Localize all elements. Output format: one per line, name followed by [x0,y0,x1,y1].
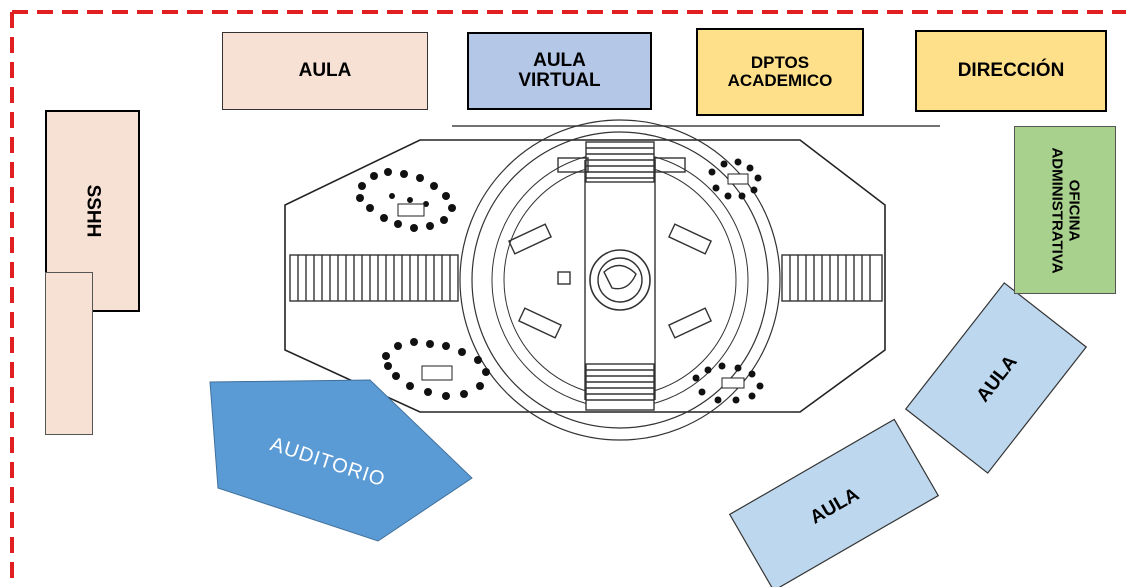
oficina-line-1: OFICINA [1065,179,1083,241]
dptos-label: DPTOS ACADEMICO [728,54,833,90]
aula-virtual-label: AULA VIRTUAL [518,51,600,91]
aula-virtual-room: AULA VIRTUAL [467,32,652,110]
aula-top-label: AULA [298,60,352,82]
stairs-right [781,254,883,302]
stairs-bottom [585,363,655,411]
tree-cluster-top-left [356,168,456,232]
aula-top-room: AULA [222,32,428,110]
aula-virtual-line-2: VIRTUAL [518,70,601,91]
direccion-label: DIRECCIÓN [957,60,1065,82]
tree-cluster-top-right [708,158,762,200]
stairs-left [289,254,459,302]
tree-cluster-bottom-left [382,338,490,400]
aula-right-upper-room: AULA [904,282,1088,474]
oficina-label: OFICINA ADMINISTRATIVA [1049,146,1083,274]
aula-virtual-line-1: AULA [533,50,586,72]
central-plaza [284,119,940,441]
sshh-annex [45,272,93,435]
auditorio-shape: AUDITORIO [209,379,473,542]
sshh-label: SSHH [82,184,104,238]
stairs-top [557,141,686,183]
dptos-line-1: DPTOS [750,53,810,73]
tree-cluster-bottom-right [692,362,764,404]
aula-right-lower-room: AULA [728,418,940,587]
direccion-room: DIRECCIÓN [915,30,1107,112]
oficina-line-2: ADMINISTRATIVA [1049,146,1067,274]
dptos-line-2: ACADEMICO [727,71,833,90]
oficina-administrativa-room: OFICINA ADMINISTRATIVA [1014,126,1116,294]
dptos-academico-room: DPTOS ACADEMICO [696,28,864,116]
